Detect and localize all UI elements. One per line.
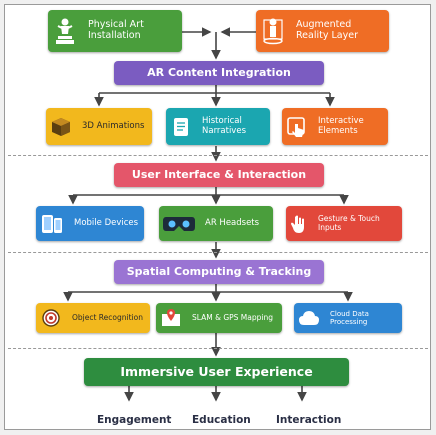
mobile-devices-label: Mobile Devices [74, 217, 139, 228]
separator-line [8, 155, 428, 156]
physical-art-installation-box: Physical Art Installation [48, 10, 182, 52]
object-recognition-box: Object Recognition [36, 303, 150, 333]
separator-line [8, 348, 428, 349]
spatial-computing-tracking-title: Spatial Computing & Tracking [114, 260, 324, 284]
immersive-user-experience-title: Immersive User Experience [84, 358, 349, 386]
gesture-touch-inputs-label: Gesture & Touch Inputs [318, 213, 380, 232]
outcome-interaction: Interaction [276, 414, 342, 426]
map-pin-icon [156, 308, 186, 328]
cloud-data-processing-label: Cloud Data Processing [330, 309, 369, 326]
user-interface-interaction-title: User Interface & Interaction [114, 163, 324, 187]
hologram-person-icon [256, 17, 290, 45]
slam-gps-mapping-box: SLAM & GPS Mapping [156, 303, 282, 333]
mobile-devices-box: Mobile Devices [36, 206, 144, 241]
touch-screen-icon [282, 116, 312, 138]
3d-animations-box: 3D Animations [46, 108, 152, 145]
cloud-icon [294, 310, 324, 326]
3d-animations-label: 3D Animations [82, 120, 145, 131]
gesture-touch-inputs-box: Gesture & Touch Inputs [286, 206, 402, 241]
statue-icon [48, 17, 82, 45]
mobile-devices-icon [36, 213, 68, 235]
cloud-data-processing-box: Cloud Data Processing [294, 303, 402, 333]
augmented-reality-layer-box: Augmented Reality Layer [256, 10, 389, 52]
interactive-elements-box: Interactive Elements [282, 108, 388, 145]
hand-gesture-icon [286, 214, 312, 234]
outcome-education: Education [192, 414, 251, 426]
vr-headset-icon [159, 215, 199, 233]
ar-headsets-label: AR Headsets [205, 217, 260, 228]
augmented-reality-layer-label: Augmented Reality Layer [296, 19, 358, 41]
interactive-elements-label: Interactive Elements [318, 115, 364, 136]
historical-narratives-label: Historical Narratives [202, 115, 246, 136]
physical-art-installation-label: Physical Art Installation [88, 19, 144, 41]
target-icon [36, 308, 66, 328]
scroll-document-icon [166, 116, 196, 138]
ar-headsets-box: AR Headsets [159, 206, 273, 241]
outcome-engagement: Engagement [97, 414, 172, 426]
object-recognition-label: Object Recognition [72, 312, 143, 322]
separator-line [8, 252, 428, 253]
historical-narratives-box: Historical Narratives [166, 108, 270, 145]
slam-gps-mapping-label: SLAM & GPS Mapping [192, 312, 273, 322]
ar-content-integration-title: AR Content Integration [114, 61, 324, 85]
cube-icon [46, 117, 76, 137]
